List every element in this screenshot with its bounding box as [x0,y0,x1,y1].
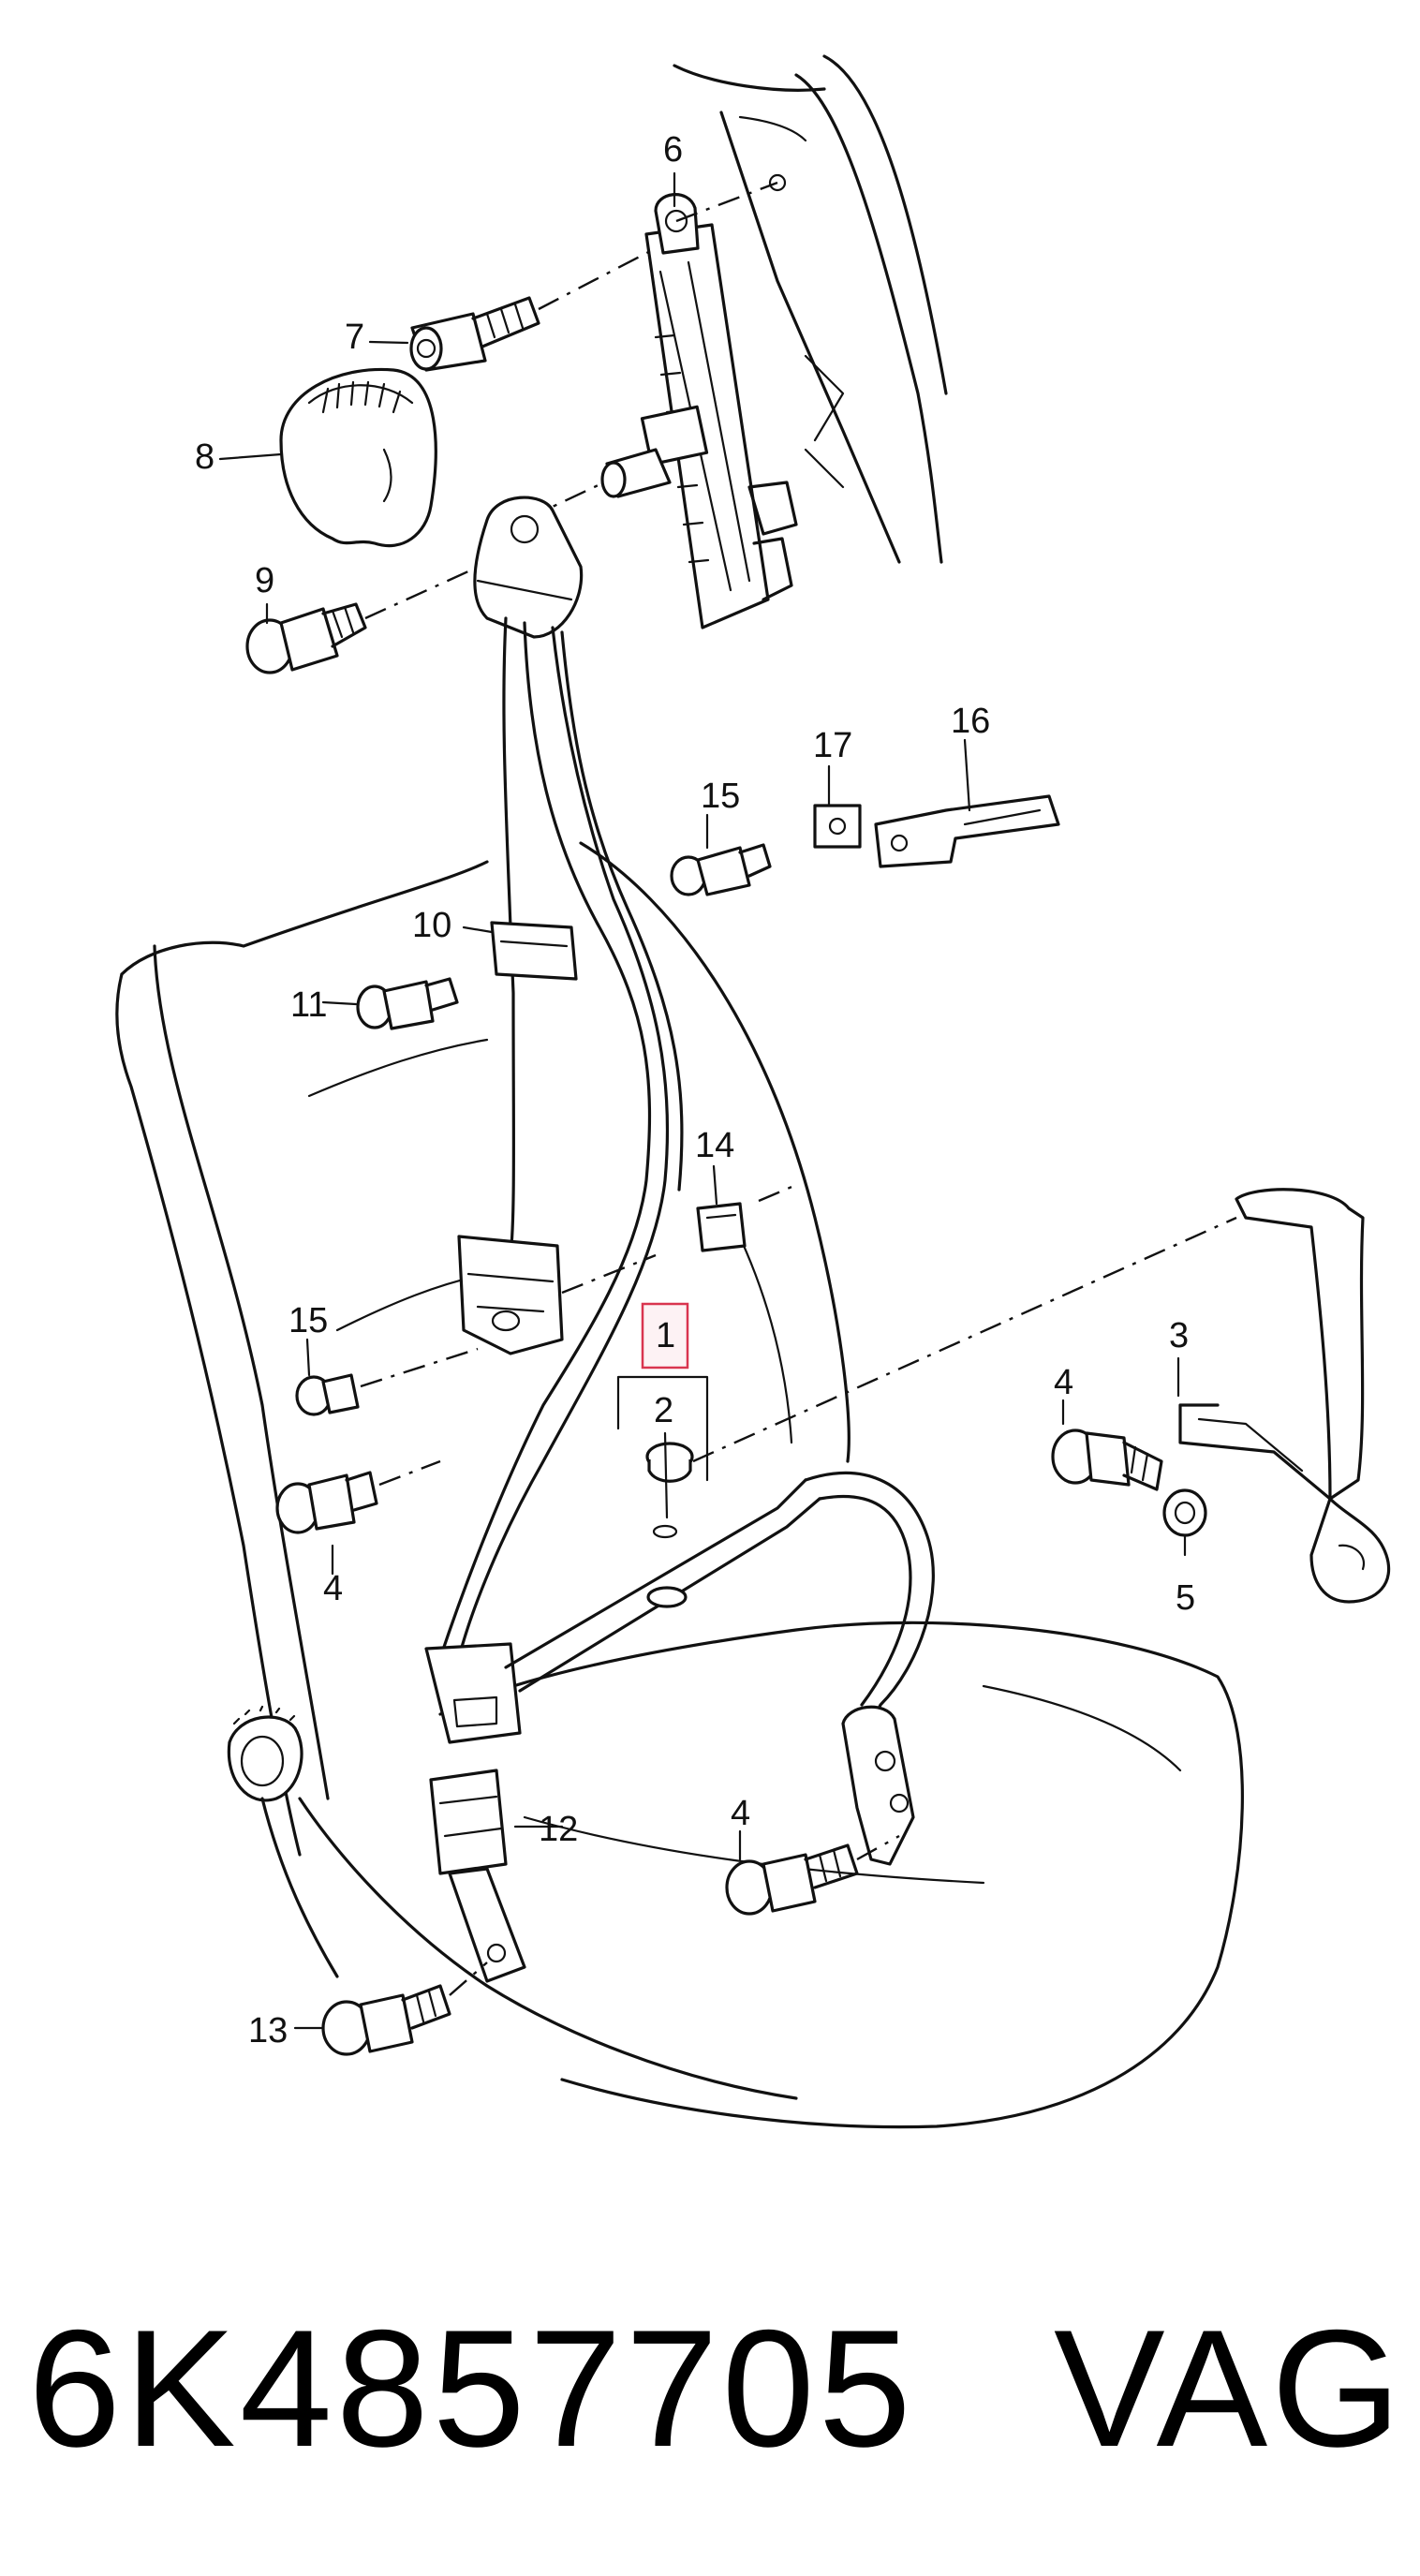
seat-belt-exploded-diagram: 1 2 3 4 4 4 4 5 6 7 8 9 10 11 12 13 14 1… [115,54,1391,2129]
left-bolt-4 [275,1459,441,1534]
bolt-15-upper [670,843,772,896]
belt-guide-d-ring [473,496,584,639]
nut-14 [696,1183,797,1252]
leader-lines [218,171,1187,2030]
callout-16: 16 [951,702,990,741]
bolt-15-lower [295,1347,479,1416]
lower-anchor-cover [227,1705,339,1978]
brand-name: VAG [1054,2295,1405,2481]
callout-2: 2 [654,1391,673,1430]
callout-10: 10 [412,906,451,945]
right-bolt-4 [1051,1429,1163,1491]
callout-15-lower: 15 [288,1301,328,1340]
lower-right-anchor [841,1705,915,1866]
seat-cushion-outline [298,1621,1244,2129]
seat-back-outline [115,841,851,1857]
bracket-16 [874,794,1060,868]
callout-6: 6 [663,130,683,170]
height-adjuster-rail [640,223,845,629]
b-pillar-outline [673,54,948,564]
callout-14: 14 [695,1126,734,1165]
lower-belt-guide [457,1235,657,1355]
bolt-11 [356,977,459,1030]
callout-1: 1 [656,1316,675,1355]
guide-loop-10 [490,921,578,981]
nut-17 [813,804,862,849]
callout-3: 3 [1169,1316,1189,1355]
lap-belt-webbing [504,1472,935,1744]
shoulder-belt-webbing [438,616,684,1679]
callout-labels: 1 2 3 4 4 4 4 5 6 7 8 9 10 11 12 13 14 1… [195,130,1195,2050]
highlighted-callout-box [641,1302,689,1369]
callout-4-bottom: 4 [731,1794,750,1833]
callout-13: 13 [248,2011,288,2050]
callout-17: 17 [813,726,852,765]
centerline-dash [692,1216,1237,1463]
callout-12: 12 [539,1810,578,1849]
buckle-stalk [429,1769,526,1983]
bushing-2 [645,1442,694,1608]
callout-4-left: 4 [323,1569,343,1608]
callout-15-upper: 15 [701,777,740,816]
callout-8: 8 [195,437,214,477]
part-caption: 6K4857705 VAG [0,2286,1420,2529]
callout-9: 9 [255,561,274,600]
right-belt-strap [1178,1188,1391,1604]
anchor-cover [279,367,437,548]
callout-5: 5 [1176,1578,1195,1618]
upper-anchor-plate [654,173,787,255]
callout-7: 7 [345,318,364,357]
part-number: 6K4857705 [28,2295,915,2481]
callout-11: 11 [290,985,327,1025]
washer-5 [1162,1488,1207,1537]
lower-bolt-center [725,1834,900,1916]
anchor-bolt [409,246,657,372]
guide-bolt [245,570,469,674]
callout-4-right: 4 [1054,1363,1073,1402]
lower-bolt-13 [321,1962,488,2056]
latch-plate [424,1642,522,1744]
